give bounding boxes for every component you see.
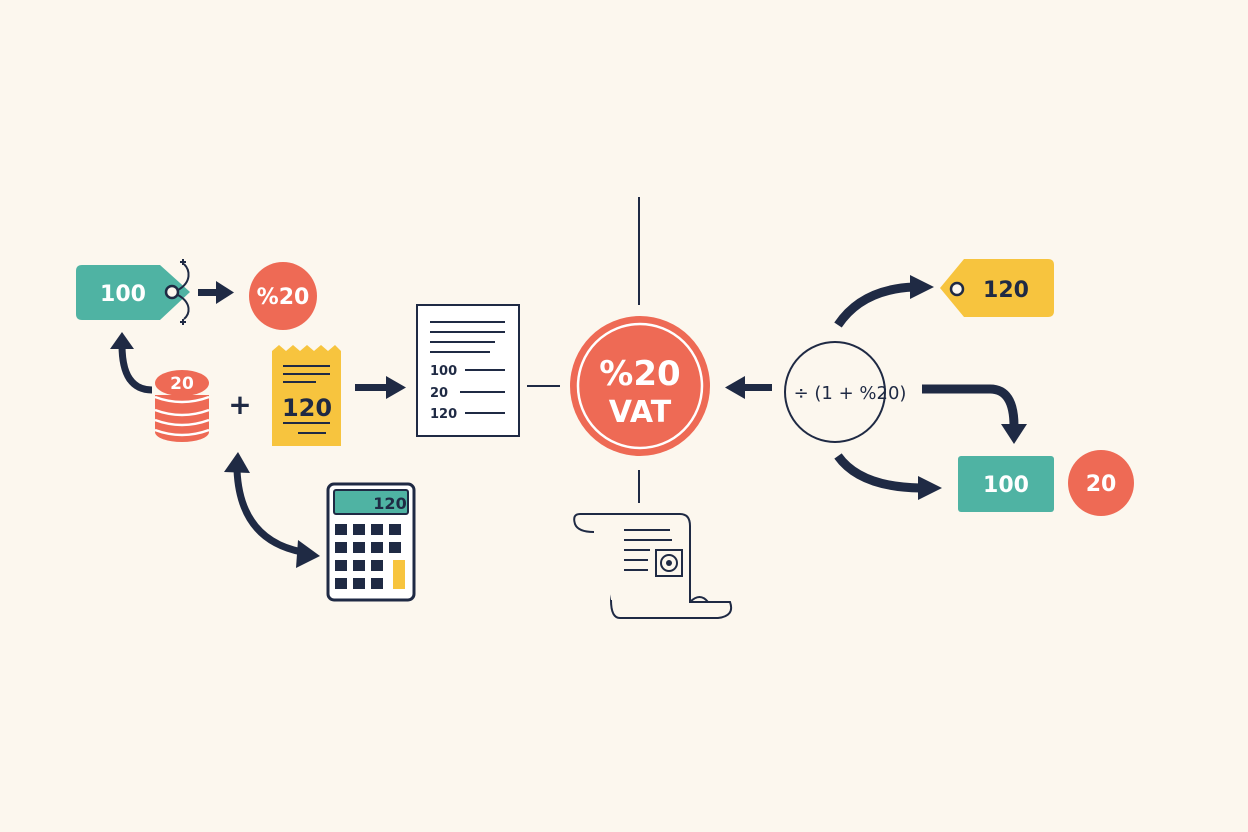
arrow-to-gross-tag [834,275,934,328]
invoice-line-3: 120 [430,407,457,422]
price-tag-value: 100 [100,282,146,307]
vat-circle [570,316,710,456]
arrow-coins-to-tag [110,332,153,394]
gross-tag-value: 120 [983,278,1029,303]
invoice-document-icon [416,304,520,437]
receipt-icon [272,345,341,446]
coin-stack-icon [154,370,210,442]
receipt-total: 120 [282,394,332,422]
tax-badge-value: 20 [1086,472,1117,497]
arrow-formula-to-vat [725,376,772,399]
arrow-lower-to-net-box [834,453,942,500]
arrow-tag-to-rate [198,281,234,304]
vat-label: VAT [609,395,672,430]
center-axis-lines [527,197,640,503]
seal-icon [655,549,683,577]
net-amount-box [958,456,1054,512]
gross-price-tag-icon [940,259,1054,317]
coin-stack-value: 20 [170,374,194,394]
division-formula: ÷ (1 + %20) [794,383,907,404]
price-tag-icon [76,259,190,325]
plus-sign: + [228,388,251,421]
rate-badge [249,262,317,330]
scroll-document-icon [573,513,733,619]
arrow-coins-calculator [224,452,320,568]
calculator-display: 120 [373,494,406,513]
division-formula-circle [784,341,886,443]
calculator-icon [326,482,416,602]
invoice-line-2: 20 [430,386,448,401]
arrow-to-net-box [922,384,1027,444]
rate-badge-value: %20 [257,285,310,310]
invoice-line-1: 100 [430,364,457,379]
arrow-receipt-to-invoice [355,376,406,399]
net-box-value: 100 [983,473,1029,498]
tax-badge [1068,450,1134,516]
vat-rate: %20 [599,354,680,394]
